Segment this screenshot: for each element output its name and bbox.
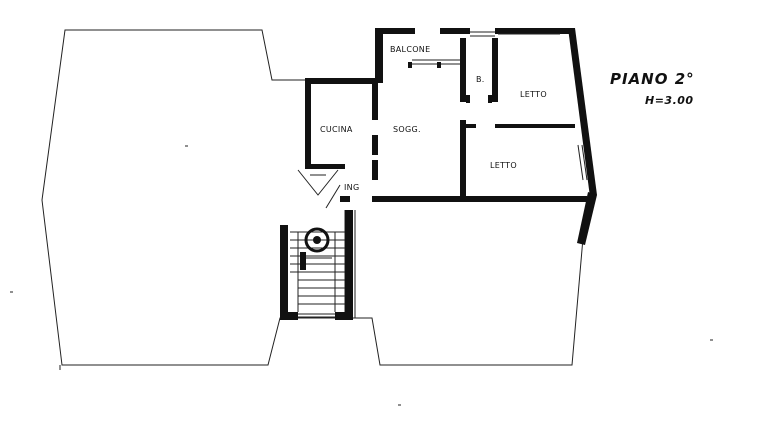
room-label-balcone: BALCONE	[390, 45, 430, 54]
room-label-soggiorno: SOGG.	[393, 125, 421, 134]
stray-marks	[10, 145, 713, 406]
height-note: H=3.00	[645, 94, 694, 107]
plan-title: PIANO 2°	[610, 70, 695, 88]
room-label-letto-2: LETTO	[490, 161, 517, 170]
room-label-ingresso: ING	[344, 183, 359, 192]
room-label-letto-1: LETTO	[520, 90, 547, 99]
room-label-cucina: CUCINA	[320, 125, 353, 134]
entrance-symbol	[297, 169, 341, 209]
stair-newel	[304, 227, 330, 253]
staircase	[290, 227, 345, 312]
room-label-bagno: B.	[476, 75, 485, 84]
apartment-walls	[280, 28, 597, 320]
door-jambs	[372, 62, 492, 180]
windows	[298, 31, 588, 318]
